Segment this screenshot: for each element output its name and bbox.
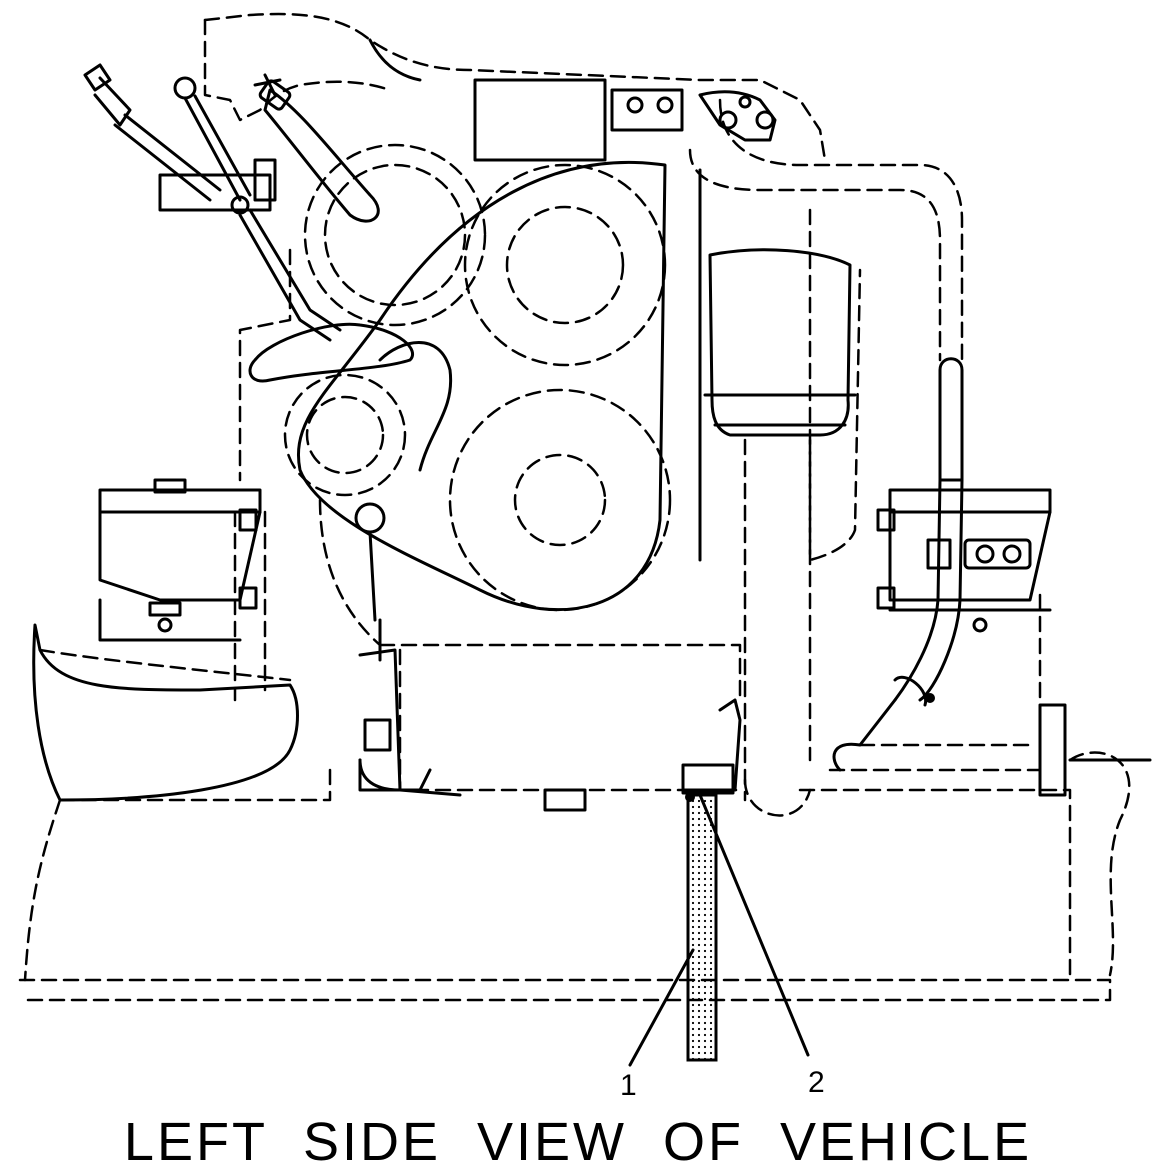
right-engine-mount	[876, 488, 1067, 797]
oil-filler-tube	[253, 73, 380, 223]
dipstick-assembly	[83, 63, 342, 342]
air-intake-ducting	[203, 12, 827, 162]
drive-belt	[248, 160, 702, 622]
callout-label-1: 1	[620, 1069, 637, 1102]
drain-hose	[686, 793, 718, 1062]
callout-leaders	[628, 793, 810, 1067]
lower-return-pipe	[718, 698, 1042, 817]
left-shroud	[32, 623, 299, 802]
left-engine-mount	[98, 478, 267, 702]
callout-label-2: 2	[808, 1066, 825, 1099]
engine-block	[318, 208, 862, 812]
frame-rail	[18, 751, 1152, 1002]
belt-pulleys	[238, 143, 672, 612]
figure-caption: LEFT SIDE VIEW OF VEHICLE	[123, 1112, 1033, 1172]
oil-filter	[703, 248, 857, 802]
